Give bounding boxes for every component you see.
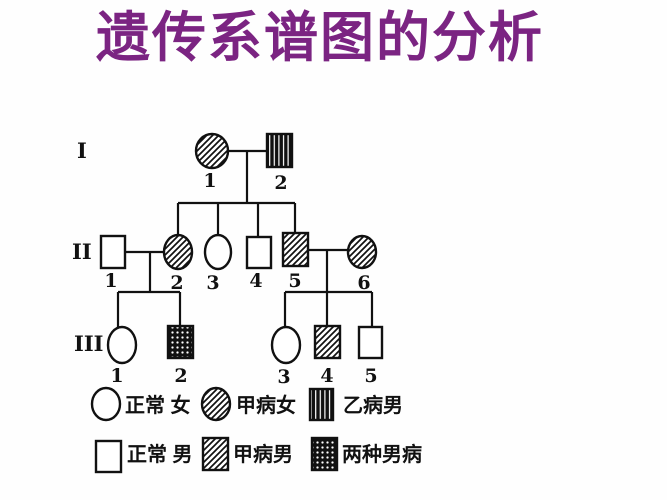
generation-label-I: I [77, 138, 87, 163]
member-II-3-number: 3 [206, 272, 219, 294]
member-II-4-number: 4 [249, 270, 262, 292]
member-II-5-number: 5 [288, 270, 301, 292]
member-III-3-symbol [270, 325, 302, 365]
generation-I: 1 2 [194, 132, 294, 194]
legend-diseaseA-male-icon [201, 436, 230, 472]
member-III-2-number: 2 [174, 365, 187, 387]
member-III-5-number: 5 [364, 365, 377, 387]
member-II-1-number: 1 [104, 270, 117, 292]
pedigree-lines [116, 149, 374, 327]
legend-normal-female-label: 正常 女 [125, 393, 191, 417]
member-III-1-number: 1 [110, 365, 123, 387]
member-I-1-number: 1 [203, 170, 216, 192]
member-II-1-symbol [99, 234, 127, 270]
member-III-3-number: 3 [277, 366, 290, 388]
member-II-5-symbol [281, 231, 310, 268]
legend-normal-female-icon [90, 386, 122, 422]
generation-III: 1 2 3 4 5 [106, 324, 384, 388]
member-II-2-number: 2 [170, 272, 183, 294]
page-title: 遗传系谱图的分析 [96, 8, 544, 68]
legend-both-diseases-male-icon [310, 436, 339, 472]
legend-diseaseA-male-label: 甲病男 [233, 442, 293, 466]
member-II-2-symbol [162, 233, 194, 271]
legend-normal-male-label: 正常 男 [127, 443, 193, 466]
member-III-4-symbol [313, 324, 342, 360]
legend-normal-male-icon [94, 439, 123, 474]
legend-diseaseB-male-icon [308, 387, 335, 422]
member-III-2-symbol [166, 324, 195, 360]
legend-diseaseA-female-icon [200, 386, 232, 422]
member-III-5-symbol [357, 325, 384, 360]
member-III-1-symbol [106, 325, 138, 365]
member-II-4-symbol [245, 235, 273, 270]
legend-both-diseases-male-label: 两种男病 [342, 442, 422, 466]
legend-diseaseB-male-label: 乙病男 [343, 393, 403, 417]
legend-diseaseA-female-label: 甲病女 [236, 393, 296, 417]
member-I-2-symbol [265, 132, 294, 169]
member-II-6-symbol [346, 234, 378, 270]
generation-label-III: III [74, 331, 103, 356]
member-I-1-symbol [194, 132, 230, 170]
member-I-2-number: 2 [274, 172, 287, 194]
member-III-4-number: 4 [320, 365, 333, 387]
member-II-6-number: 6 [357, 272, 370, 294]
member-II-3-symbol [203, 233, 233, 271]
generation-label-II: II [72, 239, 92, 264]
legend: 正常 女 甲病女 乙病男 正常 男 甲病男 两种男病 [90, 386, 422, 474]
generation-II: 1 2 3 4 5 6 [99, 231, 378, 294]
